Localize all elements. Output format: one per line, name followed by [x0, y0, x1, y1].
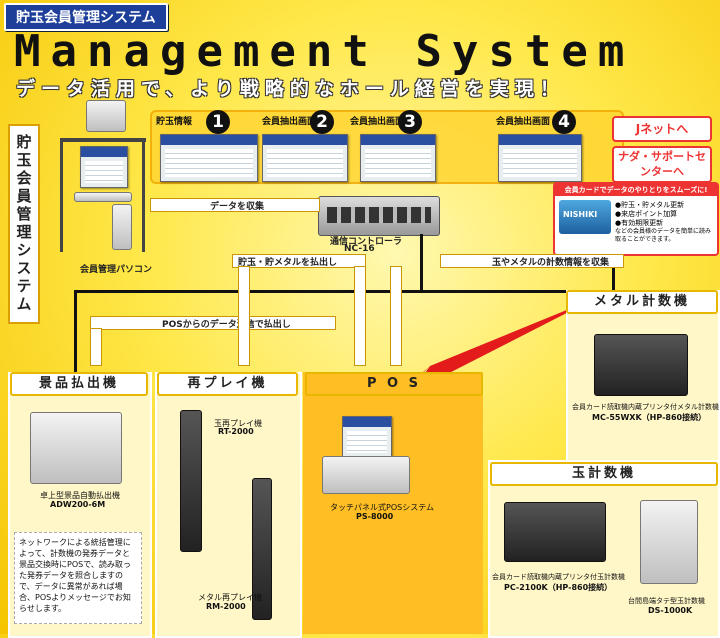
screen-3-image — [360, 134, 436, 182]
screen-2-image — [262, 134, 348, 182]
management-pc — [56, 100, 152, 260]
ball-replay-machine-icon — [180, 410, 202, 552]
screen-4-title: 会員抽出画面 — [496, 117, 551, 127]
card-feature-1: ●貯玉・貯メタル更新 — [615, 201, 685, 209]
count-info-arrow — [440, 254, 624, 268]
screen-1-image — [160, 134, 258, 182]
screen-3-number: 3 — [398, 110, 422, 134]
replay-device-1-name: 玉再プレイ機 — [214, 419, 262, 428]
keyboard-icon — [74, 192, 132, 202]
card-note: などの会員様のデータを簡単に読み取ることができます。 — [615, 228, 712, 243]
replay-device-2-model: RM-2000 — [206, 602, 246, 611]
screen-2-number: 2 — [310, 110, 334, 134]
screen-4-image — [498, 134, 582, 182]
screen-3: 会員抽出画面 3 — [346, 110, 436, 182]
page-title: Management System — [14, 26, 635, 77]
page-subtitle: データ活用で、より戦略的なホール経営を実現！ — [16, 78, 565, 100]
pos-device-name: タッチパネル式POSシステム — [330, 503, 434, 512]
arrow-down-pos-2 — [390, 266, 402, 366]
card-brand: NISHIKI — [563, 210, 598, 219]
side-label: 貯玉会員管理システム — [8, 124, 40, 324]
network-line-right — [612, 266, 615, 294]
ball-device-1-name: 会員カード読取機内蔵プリンタ付玉計数機 — [492, 573, 625, 581]
ball-section-title: 玉計数機 — [490, 462, 718, 486]
jnet-link[interactable]: Jネットへ — [612, 116, 712, 142]
card-box-title: 会員カードでデータのやりとりをスムーズに! — [555, 184, 717, 196]
medal-device-model: MC-55WXK（HP-860接続） — [592, 413, 707, 422]
network-line-controller — [420, 234, 423, 292]
controller-model: NC-16 — [344, 244, 375, 254]
medal-counter-icon — [594, 334, 688, 396]
desk-frame-icon — [60, 142, 63, 252]
tower-icon — [112, 204, 132, 250]
arrow-down-prize — [90, 328, 102, 366]
replay-device-1-model: RT-2000 — [218, 427, 254, 436]
screen-4-number: 4 — [552, 110, 576, 134]
pc-label: 会員管理パソコン — [80, 265, 153, 275]
pay-ball-arrow — [232, 254, 366, 268]
replay-section-title: 再プレイ機 — [157, 372, 298, 396]
screen-1: 貯玉情報 1 — [150, 110, 260, 182]
arrow-down-pos — [354, 266, 366, 366]
prize-device-model: ADW200-6M — [50, 500, 106, 509]
collect-arrow — [150, 198, 320, 212]
pos-section — [303, 372, 483, 634]
screen-3-title: 会員抽出画面 — [350, 117, 405, 127]
screen-4: 会員抽出画面 4 — [496, 110, 586, 182]
ball-device-2-model: DS-1000K — [648, 606, 693, 615]
screen-1-number: 1 — [206, 110, 230, 134]
medal-replay-machine-icon — [252, 478, 272, 620]
medal-section-title: メタル計数機 — [566, 290, 718, 314]
system-badge: 貯玉会員管理システム — [4, 3, 168, 31]
network-line-left — [74, 290, 77, 372]
pos-monitor-icon — [342, 416, 392, 458]
controller-name: 通信コントローラ — [330, 237, 403, 247]
screen-2-title: 会員抽出画面 — [262, 117, 317, 127]
desk-frame-icon — [142, 142, 145, 252]
card-box: 会員カードでデータのやりとりをスムーズに! NISHIKI ●貯玉・貯メタル更新… — [553, 182, 719, 256]
screen-1-title: 貯玉情報 — [156, 117, 193, 127]
network-line-top — [74, 290, 614, 293]
vertical-ball-counter-icon — [640, 500, 698, 584]
member-card-icon: NISHIKI — [559, 200, 611, 234]
controller-ports-icon — [327, 207, 431, 223]
ball-device-1-model: PC-2100K（HP-860接続） — [504, 583, 613, 592]
controller-device — [318, 196, 440, 236]
prize-note: ネットワークによる統括管理によって、計数機の発券データと景品交換時にPOSで、読… — [14, 532, 142, 624]
ball-counter-icon — [504, 502, 606, 562]
collect-label: データを収集 — [210, 202, 265, 212]
pay-ball-label: 貯玉・貯メタルを払出し — [238, 258, 338, 268]
card-feature-3: ●有効期限更新 — [615, 219, 664, 227]
pos-pay-label: POSからのデータ送信で払出し — [162, 320, 291, 330]
card-feature-2: ●来店ポイント加算 — [615, 210, 678, 218]
screen-2: 会員抽出画面 2 — [258, 110, 348, 182]
pos-section-title: P O S — [305, 372, 483, 396]
replay-device-2-name: メタル再プレイ機 — [198, 593, 262, 602]
desk-icon — [60, 138, 146, 142]
nada-support-link[interactable]: ナダ・サポートセンターへ — [612, 146, 712, 183]
prize-dispenser-icon — [30, 412, 122, 484]
count-info-label: 玉やメタルの計数情報を収集 — [492, 258, 610, 268]
pos-device-model: PS-8000 — [356, 512, 394, 521]
arrow-down-replay — [238, 266, 250, 366]
red-arrow-icon — [404, 298, 596, 392]
prize-device-name: 卓上型景品自動払出機 — [40, 491, 120, 500]
monitor-icon — [80, 146, 128, 188]
ball-device-2-name: 台間島端タテ型玉計数機 — [628, 597, 705, 605]
pos-pay-arrow — [90, 316, 336, 330]
pos-terminal-icon — [322, 456, 410, 494]
printer-icon — [86, 100, 126, 132]
medal-device-name: 会員カード読取機内蔵プリンタ付メタル計数機 — [572, 403, 719, 411]
prize-section-title: 景品払出機 — [10, 372, 148, 396]
